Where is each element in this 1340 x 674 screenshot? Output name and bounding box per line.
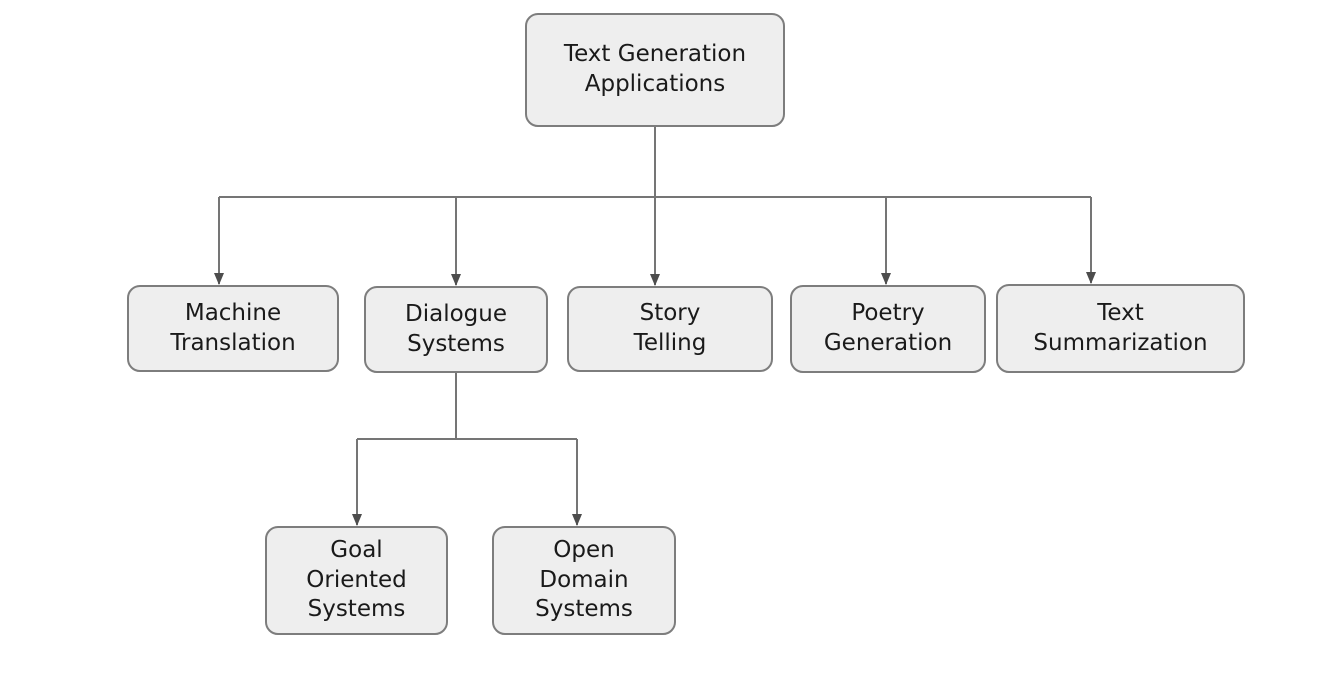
node-story-telling: Story Telling [567, 286, 773, 372]
node-dialogue-systems: Dialogue Systems [364, 286, 548, 373]
node-open-domain-systems: Open Domain Systems [492, 526, 676, 635]
node-text-summarization: Text Summarization [996, 284, 1245, 373]
node-text-generation-applications: Text Generation Applications [525, 13, 785, 127]
node-goal-oriented-systems: Goal Oriented Systems [265, 526, 448, 635]
node-poetry-generation: Poetry Generation [790, 285, 986, 373]
node-machine-translation: Machine Translation [127, 285, 339, 372]
